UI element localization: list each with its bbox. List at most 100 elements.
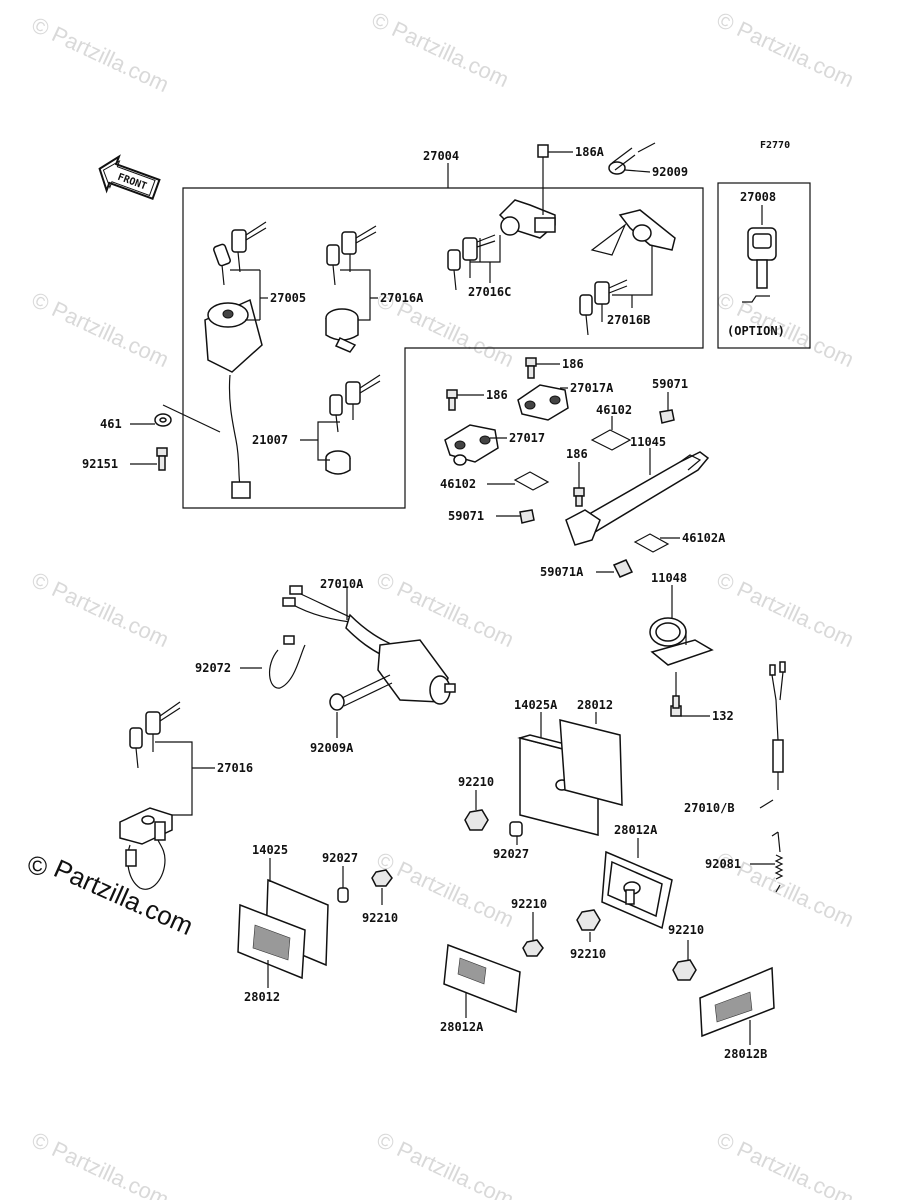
part-label-27004: 27004 bbox=[423, 149, 459, 163]
cylinder-21007 bbox=[325, 450, 351, 475]
option-label: (OPTION) bbox=[727, 324, 785, 338]
reflector-28012 bbox=[559, 719, 623, 806]
switch-27010B bbox=[769, 661, 786, 790]
part-label-27016B: 27016B bbox=[607, 313, 650, 327]
spacer-92027 bbox=[509, 821, 523, 837]
part-label-21007: 21007 bbox=[252, 433, 288, 447]
seat-lock-27016C bbox=[498, 199, 556, 239]
part-label-59071A: 59071A bbox=[540, 565, 584, 579]
part-label-92081: 92081 bbox=[705, 857, 741, 871]
clip-59071 bbox=[659, 409, 675, 424]
bolt-186 bbox=[525, 357, 537, 379]
helmet-lock-27016B bbox=[590, 209, 676, 256]
key-set-27005 bbox=[213, 221, 267, 286]
front-arrow-icon: FRONT bbox=[98, 154, 161, 200]
part-label-92009A: 92009A bbox=[310, 741, 354, 755]
partzilla-logo: © Partzilla.com bbox=[28, 851, 198, 941]
nut-92210 bbox=[464, 809, 489, 831]
key-set-21007 bbox=[329, 374, 381, 433]
leader-line bbox=[612, 245, 653, 308]
key-set-27016C bbox=[447, 234, 496, 291]
watermark: © Partzilla.com bbox=[28, 12, 173, 97]
option-box bbox=[717, 182, 811, 349]
part-label-11045: 11045 bbox=[630, 435, 666, 449]
part-label-46102: 46102 bbox=[596, 403, 632, 417]
part-label-461: 461 bbox=[100, 417, 122, 431]
bolt-132 bbox=[670, 695, 682, 717]
part-label-46102A: 46102A bbox=[682, 531, 726, 545]
part-label-28012A: 28012A bbox=[614, 823, 658, 837]
reflector-28012B bbox=[699, 966, 775, 1038]
key-blank-27008 bbox=[747, 227, 777, 289]
watermark: © Partzilla.com bbox=[28, 287, 173, 372]
part-label-28012B: 28012B bbox=[724, 1047, 767, 1061]
watermark: © Partzilla.com bbox=[713, 567, 858, 652]
part-label-92210: 92210 bbox=[511, 897, 547, 911]
part-label-92210: 92210 bbox=[570, 947, 606, 961]
kit-outline-27004 bbox=[182, 187, 704, 509]
watermark: © Partzilla.com bbox=[28, 567, 173, 652]
part-label-132: 132 bbox=[712, 709, 734, 723]
nut-92210 bbox=[371, 869, 393, 887]
part-label-92072: 92072 bbox=[195, 661, 231, 675]
key-set-27016A bbox=[326, 225, 377, 286]
part-label-59071: 59071 bbox=[652, 377, 688, 391]
part-label-27005: 27005 bbox=[270, 291, 306, 305]
part-label-27016: 27016 bbox=[217, 761, 253, 775]
part-label-186A: 186A bbox=[575, 145, 605, 159]
ignition-switch bbox=[204, 298, 263, 499]
bolt-186 bbox=[573, 487, 585, 507]
watermark: © Partzilla.com bbox=[28, 1127, 173, 1200]
part-label-27016C: 27016C bbox=[468, 285, 511, 299]
part-label-28012A: 28012A bbox=[440, 1020, 484, 1034]
part-label-186: 186 bbox=[486, 388, 508, 402]
part-label-11048: 11048 bbox=[651, 571, 687, 585]
bracket-27017 bbox=[444, 424, 499, 466]
part-label-186: 186 bbox=[562, 357, 584, 371]
part-label-28012: 28012 bbox=[577, 698, 613, 712]
clip-46102 bbox=[513, 471, 550, 491]
screw-92009 bbox=[608, 147, 636, 175]
key-profile bbox=[742, 295, 770, 303]
part-label-46102: 46102 bbox=[440, 477, 476, 491]
reflector-28012 bbox=[237, 903, 306, 980]
reflector-28012A bbox=[601, 850, 673, 930]
part-label-27017A: 27017A bbox=[570, 381, 614, 395]
part-label-27010A: 27010A bbox=[320, 577, 364, 591]
part-label-28012: 28012 bbox=[244, 990, 280, 1004]
leader-line bbox=[155, 741, 215, 816]
figure-code: F2770 bbox=[760, 140, 790, 151]
part-label-27010B: 27010/B bbox=[684, 801, 735, 815]
bolt-92151 bbox=[156, 447, 168, 471]
copyright-icon: © bbox=[28, 851, 47, 881]
nut-92210 bbox=[576, 909, 601, 931]
leader-line bbox=[759, 799, 774, 809]
cylinder-27016A bbox=[325, 308, 359, 353]
screw-92009A bbox=[329, 674, 393, 711]
brand-url: Partzilla.com bbox=[50, 853, 198, 941]
leader-line bbox=[300, 421, 340, 461]
bolt-186A bbox=[537, 144, 549, 168]
clip-59071 bbox=[519, 509, 535, 524]
key-set-27016B bbox=[579, 279, 628, 336]
leader-line bbox=[637, 142, 656, 153]
clip-46102 bbox=[590, 429, 632, 451]
washer-461 bbox=[154, 413, 172, 427]
part-label-92210: 92210 bbox=[458, 775, 494, 789]
part-label-27008: 27008 bbox=[740, 190, 776, 204]
part-label-14025A: 14025A bbox=[514, 698, 558, 712]
bracket-11048 bbox=[649, 617, 714, 666]
reflector-28012A bbox=[443, 943, 521, 1014]
bracket-11045 bbox=[565, 451, 710, 546]
clip-59071A bbox=[612, 559, 634, 578]
watermark: © Partzilla.com bbox=[713, 7, 858, 92]
part-label-92009: 92009 bbox=[652, 165, 688, 179]
leader-line bbox=[470, 235, 501, 283]
part-label-59071: 59071 bbox=[448, 509, 484, 523]
leader-line bbox=[624, 169, 651, 173]
switch-27010A bbox=[282, 585, 456, 705]
key-set-27016 bbox=[129, 701, 181, 769]
bolt-186 bbox=[446, 389, 458, 411]
leader-line bbox=[340, 269, 378, 321]
